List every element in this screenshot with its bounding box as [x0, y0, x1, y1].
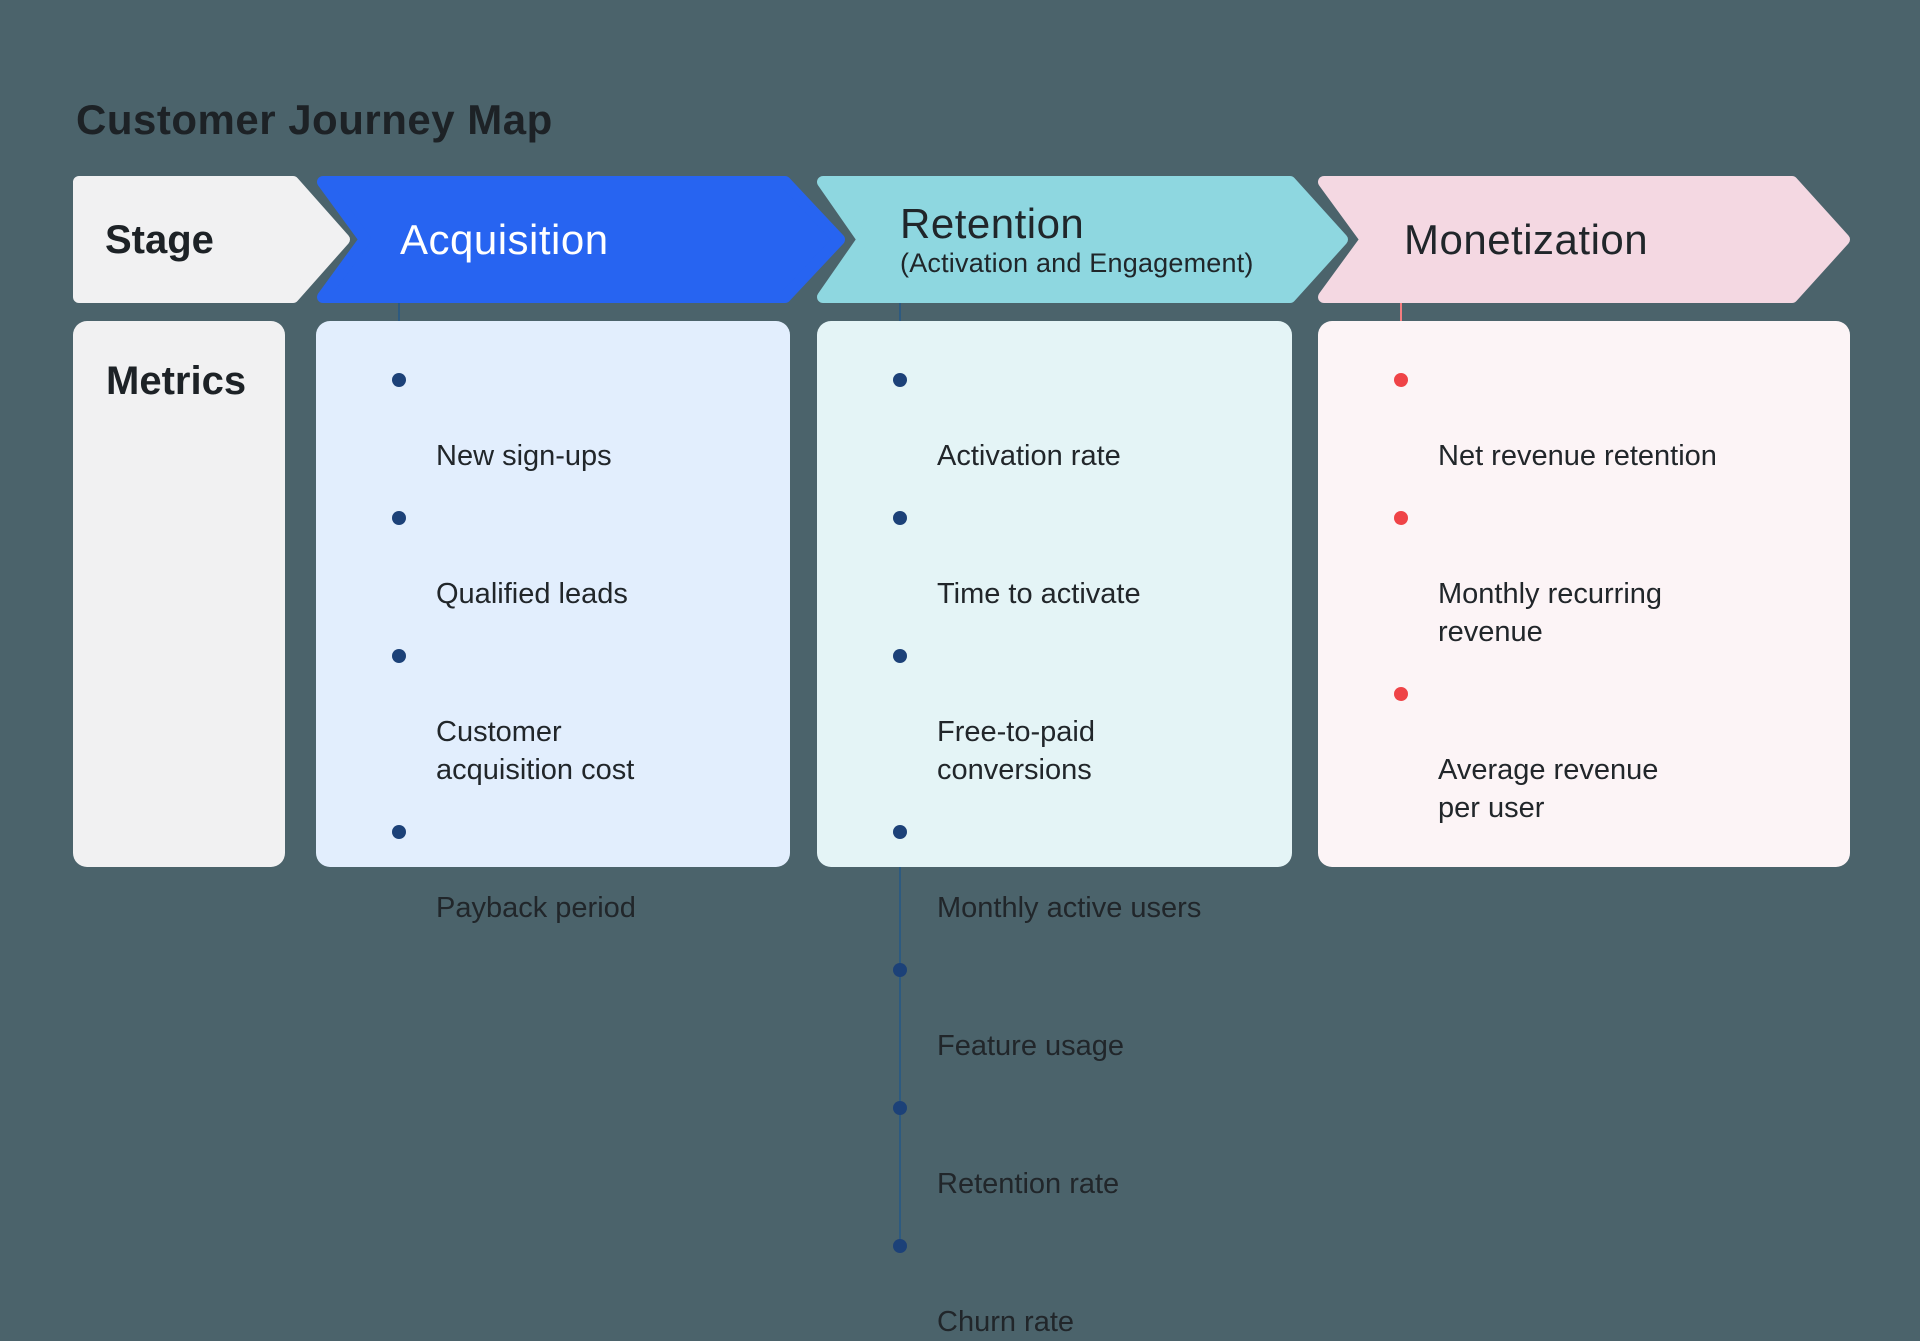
- retention-sublabel: (Activation and Engagement): [900, 247, 1254, 278]
- page-title: Customer Journey Map: [76, 96, 553, 143]
- bullet-dot: [1394, 511, 1408, 525]
- bullet-dot: [893, 825, 907, 839]
- acquisition-label: Acquisition: [400, 215, 609, 263]
- metric-item: Free-to-paid conversions: [817, 637, 1272, 789]
- stage-arrow-shape: [73, 176, 350, 303]
- metric-label: Free-to-paid conversions: [937, 716, 1095, 786]
- retention-arrow-shape: [817, 176, 1348, 303]
- metric-item: Qualified leads: [316, 499, 770, 613]
- metric-item: Feature usage: [817, 951, 1272, 1065]
- metric-label: Customer acquisition cost: [436, 716, 635, 786]
- monetization-arrow: Monetization: [1318, 176, 1850, 303]
- metric-item: Payback period: [316, 813, 770, 927]
- metrics-row-label: Metrics: [106, 359, 247, 403]
- metrics-row-label-card: Metrics: [73, 321, 285, 867]
- retention-metric-list: Activation rate Time to activate Free-to…: [817, 321, 1292, 1341]
- bullet-dot: [392, 373, 406, 387]
- metric-item: Net revenue retention: [1318, 361, 1830, 475]
- metric-item: Monthly active users: [817, 813, 1272, 927]
- monetization-metrics-card: Net revenue retention Monthly recurring …: [1318, 321, 1850, 867]
- stage-header-labelbox: Stage: [73, 176, 382, 303]
- bullet-dot: [392, 649, 406, 663]
- retention-label: Retention: [900, 199, 1085, 247]
- metric-item: Monthly recurring revenue: [1318, 499, 1830, 651]
- metric-label: Activation rate: [937, 440, 1121, 472]
- metric-item: Average revenue per user: [1318, 675, 1830, 827]
- acquisition-arrow: Acquisition: [317, 176, 845, 303]
- metric-label: Qualified leads: [436, 578, 628, 610]
- customer-journey-map-canvas: Customer Journey Map Stage Acquisition: [73, 96, 1850, 1338]
- stage-row-label: Stage: [105, 217, 214, 262]
- acquisition-metrics-card: New sign-ups Qualified leads Customer ac…: [316, 321, 790, 924]
- stage-header-arrow: Stage: [73, 176, 350, 303]
- metric-label: Time to activate: [937, 578, 1141, 610]
- bullet-dot: [392, 511, 406, 525]
- monetization-label: Monetization: [1404, 215, 1649, 263]
- metric-label: Monthly recurring revenue: [1438, 578, 1663, 648]
- bullet-dot: [1394, 687, 1408, 701]
- metric-item: Time to activate: [817, 499, 1272, 613]
- metric-label: New sign-ups: [436, 440, 612, 472]
- acquisition-labelbox: Acquisition: [317, 176, 928, 303]
- metric-item: Activation rate: [817, 361, 1272, 475]
- bullet-dot: [1394, 373, 1408, 387]
- bullet-dot: [893, 373, 907, 387]
- retention-arrow: Retention (Activation and Engagement): [817, 176, 1348, 303]
- metric-label: Retention rate: [937, 1168, 1120, 1200]
- acquisition-metric-list: New sign-ups Qualified leads Customer ac…: [316, 321, 790, 927]
- metric-item: Retention rate: [817, 1089, 1272, 1203]
- bullet-dot: [893, 1239, 907, 1253]
- acquisition-arrow-shape: [317, 176, 845, 303]
- bullet-dot: [893, 511, 907, 525]
- monetization-arrow-shape: [1318, 176, 1850, 303]
- metric-item: New sign-ups: [316, 361, 770, 475]
- monetization-metric-list: Net revenue retention Monthly recurring …: [1318, 321, 1850, 827]
- bullet-dot: [893, 963, 907, 977]
- metric-label: Net revenue retention: [1438, 440, 1717, 472]
- metric-item: Churn rate: [817, 1227, 1272, 1341]
- metric-label: Monthly active users: [937, 892, 1202, 924]
- retention-metrics-card: Activation rate Time to activate Free-to…: [817, 321, 1292, 1338]
- metric-item: Customer acquisition cost: [316, 637, 770, 789]
- bullet-dot: [392, 825, 406, 839]
- metric-label: Feature usage: [937, 1030, 1125, 1062]
- monetization-labelbox: Monetization: [1318, 176, 1920, 303]
- retention-labelbox: Retention (Activation and Engagement): [817, 176, 1431, 303]
- bullet-dot: [893, 649, 907, 663]
- metric-label: Payback period: [436, 892, 636, 924]
- metric-label: Average revenue per user: [1438, 754, 1659, 824]
- metric-label: Churn rate: [937, 1306, 1075, 1338]
- bullet-dot: [893, 1101, 907, 1115]
